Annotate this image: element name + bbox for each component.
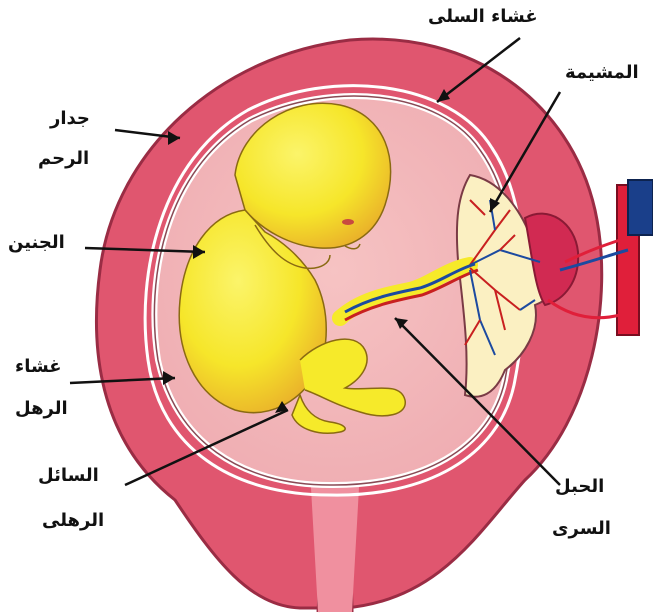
- maternal-vein-block: [628, 180, 653, 235]
- label-amniotic-fluid-line2: الرهلى: [42, 512, 104, 530]
- label-uterus-wall-line2: الرحم: [38, 150, 89, 168]
- label-umbilical-cord-line1: الحبل: [555, 478, 604, 496]
- label-uterus-wall-line1: جدار: [50, 110, 90, 128]
- label-chorion: غشاء السلى: [428, 8, 538, 26]
- cervix-inner: [310, 470, 360, 612]
- label-placenta: المشيمة: [565, 64, 639, 82]
- label-amnion-line2: الرهل: [15, 400, 68, 418]
- label-amniotic-fluid-line1: السائل: [38, 467, 99, 485]
- label-fetus: الجنين: [8, 234, 65, 252]
- label-umbilical-cord-line2: السرى: [552, 520, 611, 538]
- label-amnion-line1: غشاء: [15, 358, 62, 376]
